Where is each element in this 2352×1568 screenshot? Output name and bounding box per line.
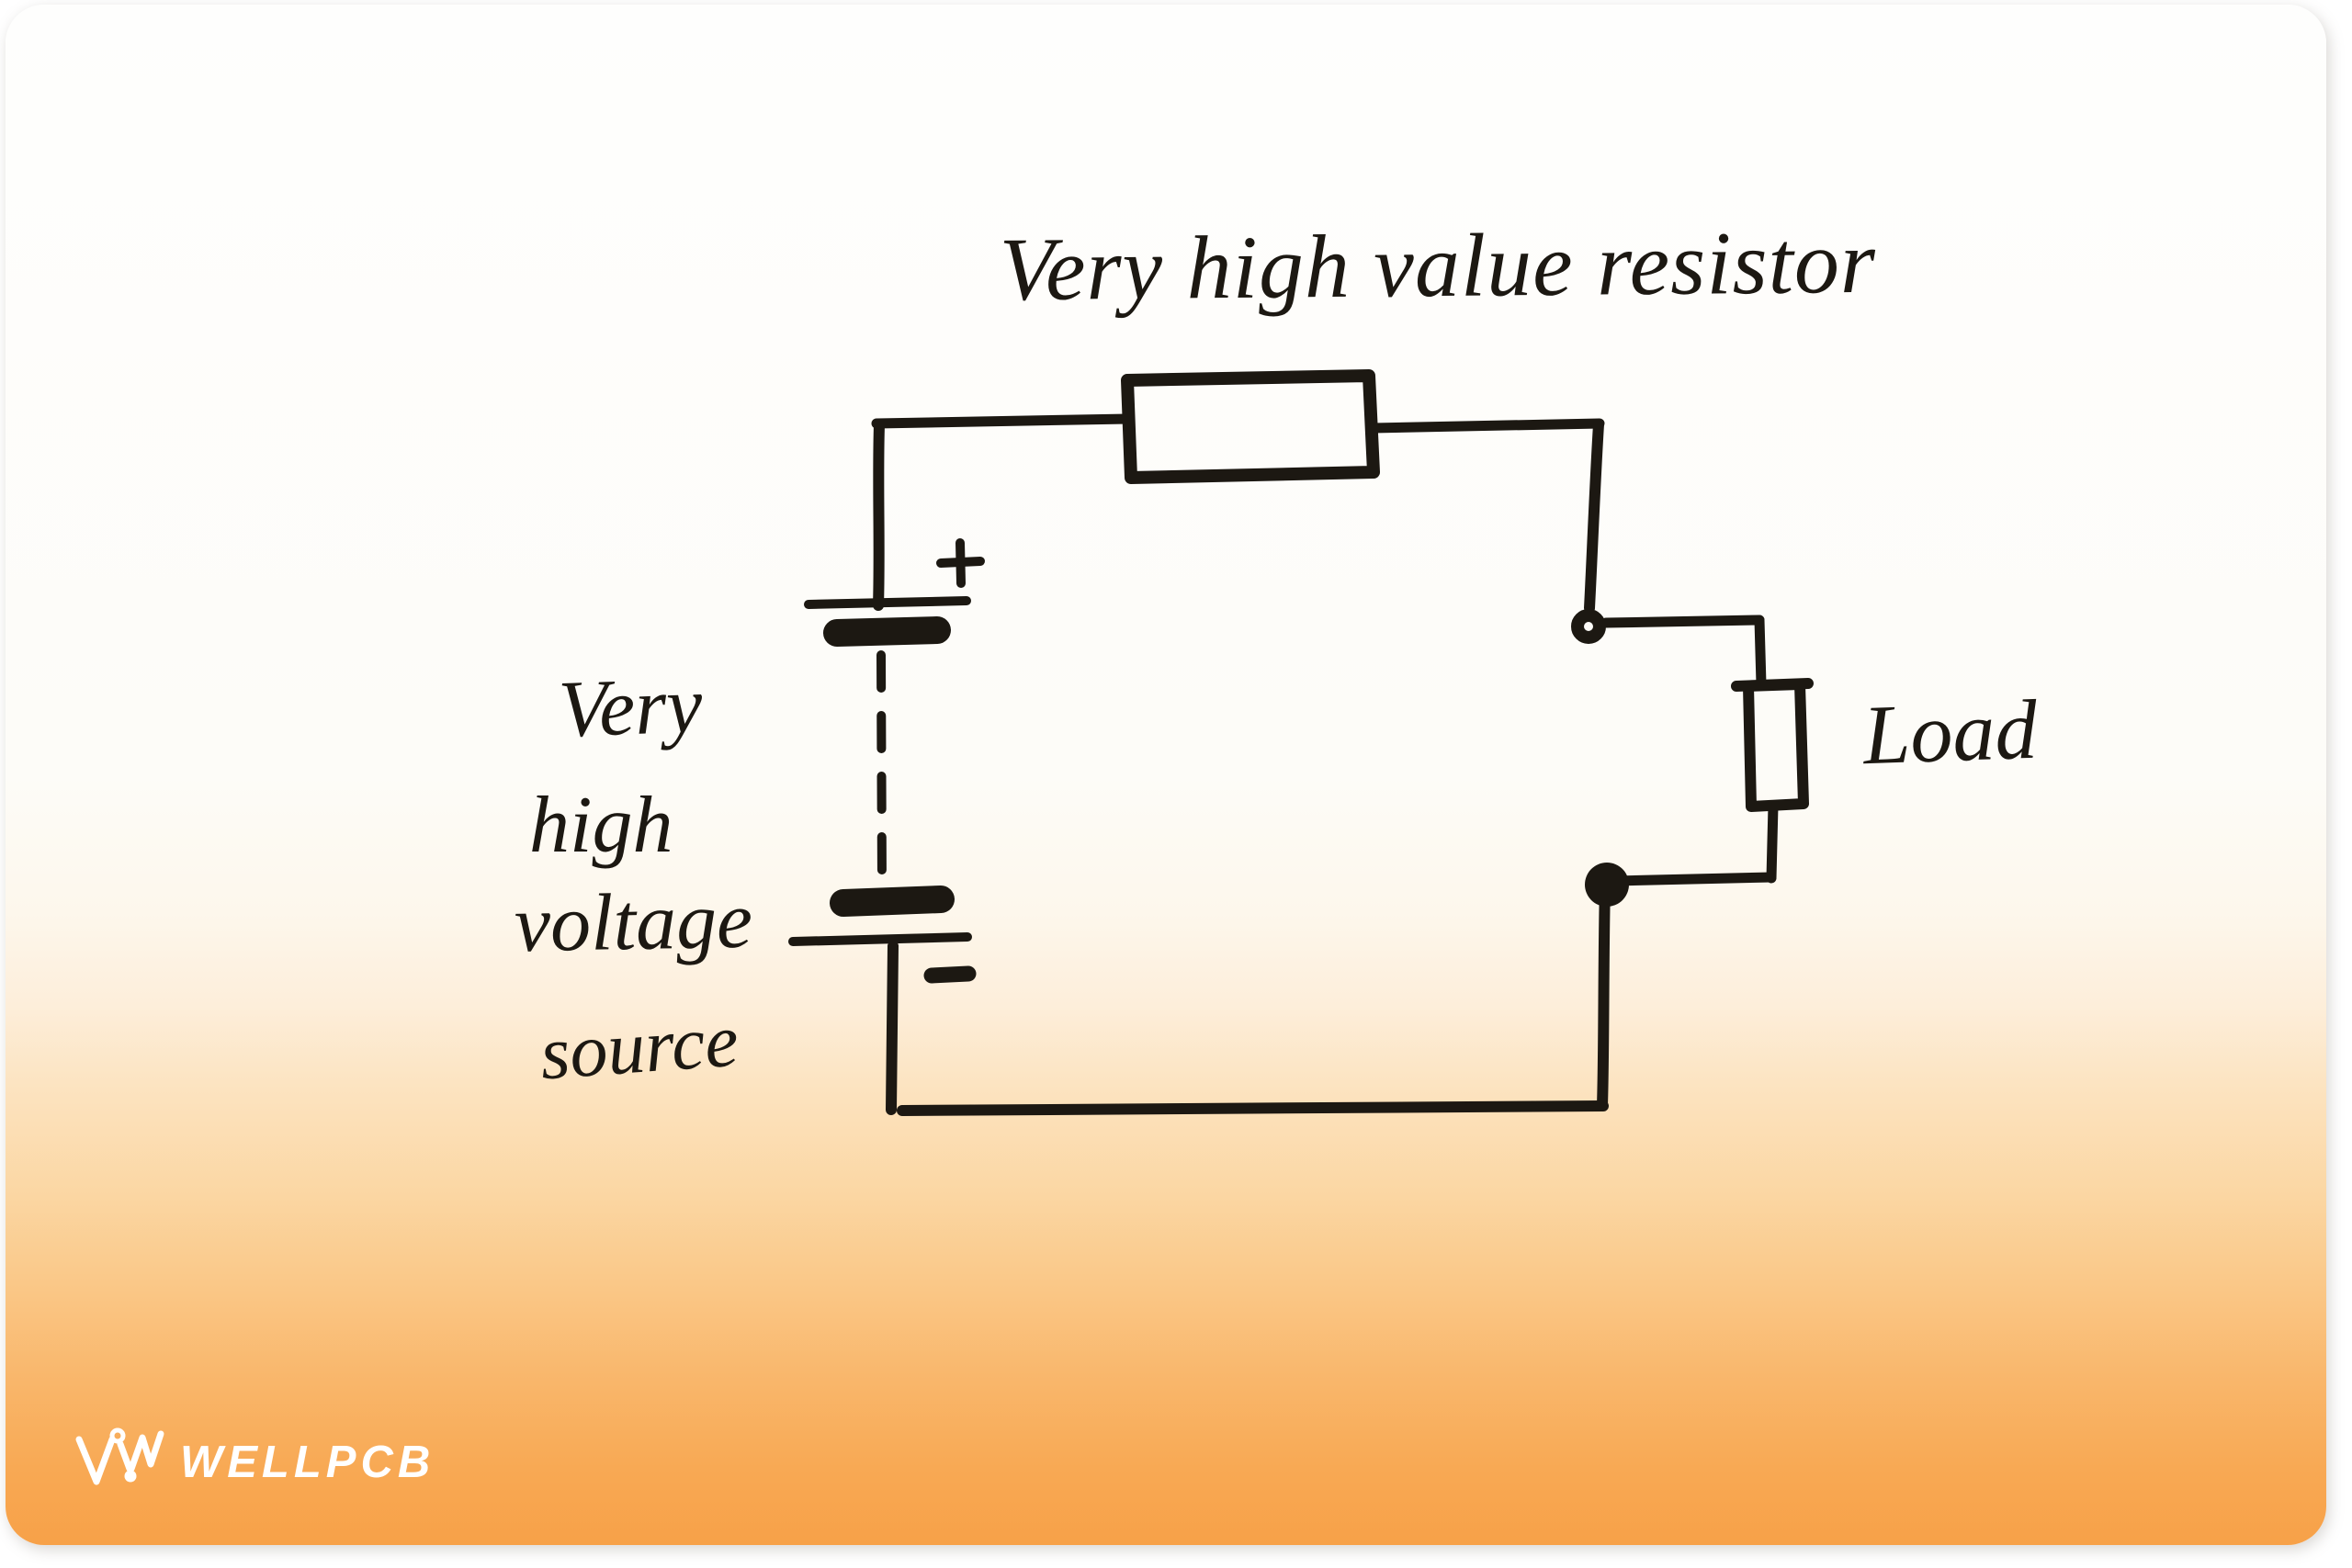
source-label-line-2: high	[529, 781, 673, 870]
source-label-line-4: source	[537, 998, 741, 1096]
battery-bottom-thin-plate	[788, 932, 972, 946]
wire-load-to-node	[1611, 872, 1777, 886]
circuit-diagram-svg	[788, 369, 1814, 1116]
battery-top-thin-plate	[804, 596, 971, 609]
source-label-line-3: voltage	[514, 875, 753, 970]
battery-cells-dashed-line	[876, 650, 887, 895]
wire-load-top-vertical	[1754, 615, 1767, 690]
load-resistor-symbol	[1743, 679, 1809, 812]
battery-positive-icon	[936, 538, 985, 588]
diagram-card: Very high value resistor Very high volta…	[6, 5, 2326, 1545]
wire-right-vertical-lower	[1597, 879, 1611, 1111]
wire-left-vertical-top	[873, 420, 885, 611]
wire-node-to-load	[1600, 615, 1765, 628]
battery-bottom-thick-plate	[830, 886, 955, 917]
battery-negative-icon	[923, 965, 977, 984]
wellpcb-logo: WELLPCB	[72, 1425, 435, 1495]
battery-top-thick-plate	[823, 616, 951, 647]
wellpcb-logo-text: WELLPCB	[180, 1438, 435, 1487]
wire-right-vertical-upper	[1584, 419, 1604, 614]
junction-node-open	[1571, 609, 1606, 644]
resistor-caption: Very high value resistor	[999, 212, 1877, 321]
series-resistor-symbol	[1121, 369, 1380, 484]
wire-load-bottom-vertical	[1766, 800, 1779, 884]
wire-bottom	[897, 1100, 1609, 1116]
load-label: Load	[1861, 682, 2039, 783]
wire-battery-bottom-vertical	[886, 941, 899, 1115]
source-label-line-1: Very	[557, 660, 705, 755]
wire-top-left-segment	[871, 413, 1134, 429]
wire-top-right-segment	[1368, 418, 1605, 434]
wellpcb-logo-icon	[75, 1427, 164, 1485]
